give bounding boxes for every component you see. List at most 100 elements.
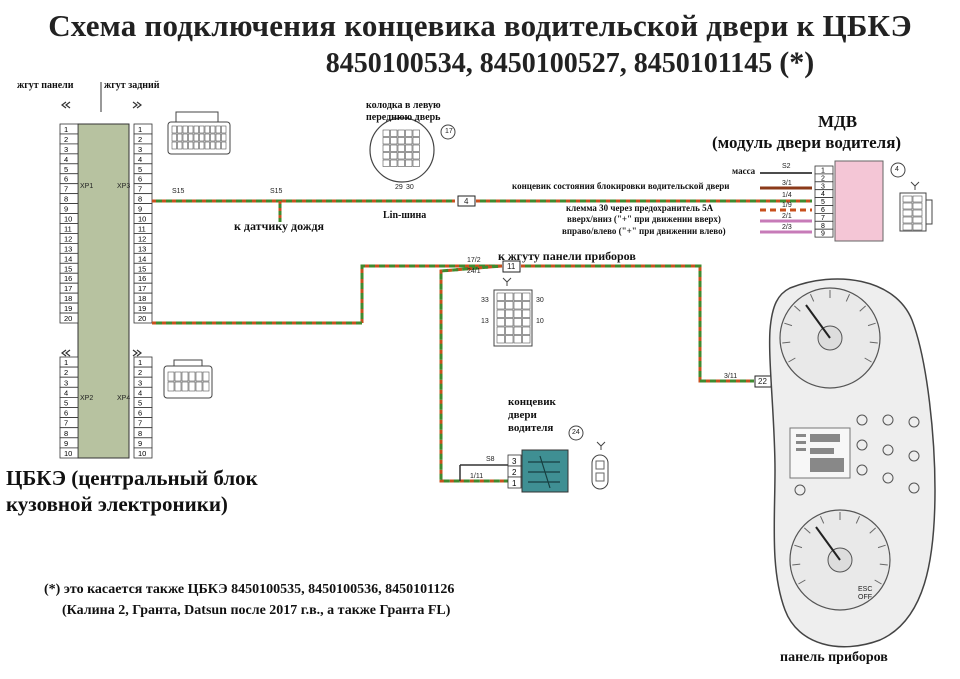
connector-cell bbox=[505, 292, 514, 301]
connector-cell bbox=[193, 133, 199, 142]
cbke-bottom-connector-icon bbox=[163, 359, 213, 399]
xp3-pin-7 bbox=[133, 183, 153, 195]
xp4-pin-7 bbox=[133, 417, 153, 429]
xp4-pin-label: 2 bbox=[138, 368, 142, 377]
node-4 bbox=[457, 195, 476, 207]
connector-cell bbox=[199, 133, 205, 142]
xp3-pin-label: 17 bbox=[138, 284, 146, 293]
connector-cell bbox=[390, 137, 398, 145]
connector-cell bbox=[412, 137, 420, 145]
mdv-wire-label-updown: вверх/вниз ("+" при движении вверх) bbox=[567, 214, 721, 224]
connector-cell bbox=[221, 125, 227, 134]
connector-cell bbox=[390, 152, 398, 160]
door-switch-label-line2: двери bbox=[508, 409, 537, 421]
xp3-pin-6 bbox=[133, 173, 153, 185]
gauge-tick bbox=[879, 563, 888, 566]
mdv-wire-label-lock: концевик состояния блокировки водительск… bbox=[512, 181, 730, 191]
connector-cell bbox=[181, 381, 189, 392]
xp3-pin-label: 10 bbox=[138, 215, 146, 224]
diagram-title: Схема подключения концевика водительской… bbox=[48, 8, 912, 43]
connector-cell bbox=[912, 223, 923, 231]
xp3-pin-1 bbox=[133, 123, 153, 135]
connector-cell bbox=[505, 335, 514, 344]
connector-cell bbox=[195, 381, 203, 392]
xp4-pin-5 bbox=[133, 396, 153, 408]
connector-cell bbox=[177, 133, 183, 142]
xp3-pin-label: 11 bbox=[138, 224, 146, 233]
xp1-pin-label: 9 bbox=[64, 205, 68, 214]
connector-cell bbox=[397, 152, 405, 160]
xp3-pin-label: 18 bbox=[138, 294, 146, 303]
xp1-pin-label: 7 bbox=[64, 185, 68, 194]
xp4-pin-label: 1 bbox=[138, 358, 142, 367]
mdv-pin-label: 6 bbox=[821, 207, 825, 214]
xp3-pin-label: 9 bbox=[138, 205, 142, 214]
mdv-subtitle: (модуль двери водителя) bbox=[712, 133, 902, 152]
connector-cell bbox=[202, 371, 210, 382]
mdv-connector-icon bbox=[899, 181, 933, 232]
connector-cell bbox=[912, 195, 923, 203]
mdv-pin-9 bbox=[814, 228, 834, 238]
connector-cell bbox=[210, 125, 216, 134]
connector-cell bbox=[177, 141, 183, 150]
xp1-pin-label: 11 bbox=[64, 224, 72, 233]
connector-cell bbox=[188, 371, 196, 382]
connector-cell bbox=[496, 318, 505, 327]
mdv-code-2-1: 2/1 bbox=[782, 213, 792, 220]
connector-cell bbox=[215, 133, 221, 142]
gauge-tick bbox=[845, 293, 850, 302]
gauge-tick bbox=[820, 515, 825, 524]
xp2-pin-9 bbox=[59, 437, 79, 449]
xp1-pin-label: 3 bbox=[64, 145, 68, 154]
connector-cell bbox=[188, 125, 194, 134]
connector-cell bbox=[390, 159, 398, 167]
code-1-11: 1/11 bbox=[470, 473, 484, 480]
door-connector-number: 17 bbox=[445, 128, 453, 135]
switch-pin-1 bbox=[507, 476, 522, 489]
door-connector-pin-29: 29 bbox=[395, 184, 403, 191]
xp2-pin-label: 6 bbox=[64, 409, 68, 418]
gauge-tick bbox=[803, 527, 811, 534]
s15-label-a: S15 bbox=[172, 188, 185, 195]
footnote-line1: (*) это касается также ЦБКЭ 8450100535, … bbox=[44, 582, 455, 597]
code-24-1: 24/1 bbox=[467, 268, 481, 275]
connector-cell bbox=[174, 381, 182, 392]
mdv-number: 4 bbox=[895, 166, 899, 173]
panel-pin-30: 30 bbox=[536, 297, 544, 304]
connector-cell bbox=[210, 141, 216, 150]
mdv-pin-label: 2 bbox=[821, 175, 825, 182]
xp1-pin-5 bbox=[59, 163, 79, 175]
connector-cell bbox=[195, 371, 203, 382]
mdv-number-badge bbox=[890, 162, 906, 178]
gauge-tick bbox=[793, 305, 801, 312]
connector-cell bbox=[513, 326, 522, 335]
xp2-pin-6 bbox=[59, 407, 79, 419]
xp4-pin-label: 9 bbox=[138, 439, 142, 448]
connector-cell bbox=[181, 371, 189, 382]
gauge-tick bbox=[788, 357, 796, 363]
xp1-pin-label: 17 bbox=[64, 284, 72, 293]
connector-cell bbox=[412, 129, 420, 137]
xp1-pin-7 bbox=[59, 183, 79, 195]
xp1-pin-label: 18 bbox=[64, 294, 72, 303]
code-17-2: 17/2 bbox=[467, 257, 481, 264]
xp4-pin-9 bbox=[133, 437, 153, 449]
switch-pin-label: 1 bbox=[512, 479, 517, 488]
connector-cell bbox=[382, 159, 390, 167]
gauge-tick bbox=[859, 305, 867, 312]
instrument-panel-label: панель приборов bbox=[780, 650, 888, 665]
cbke-top-connector-icon bbox=[167, 111, 231, 155]
connector-cell bbox=[912, 216, 923, 224]
xp3-pin-label: 12 bbox=[138, 234, 146, 243]
panel-pin-33: 33 bbox=[481, 297, 489, 304]
xp1-pin-label: 2 bbox=[64, 135, 68, 144]
xp2-pin-label: 8 bbox=[64, 429, 68, 438]
asterisk-mark: (*) bbox=[779, 46, 815, 79]
connector-cell bbox=[171, 133, 177, 142]
xp3-pin-20 bbox=[133, 312, 153, 324]
xp3-pin-2 bbox=[133, 133, 153, 145]
